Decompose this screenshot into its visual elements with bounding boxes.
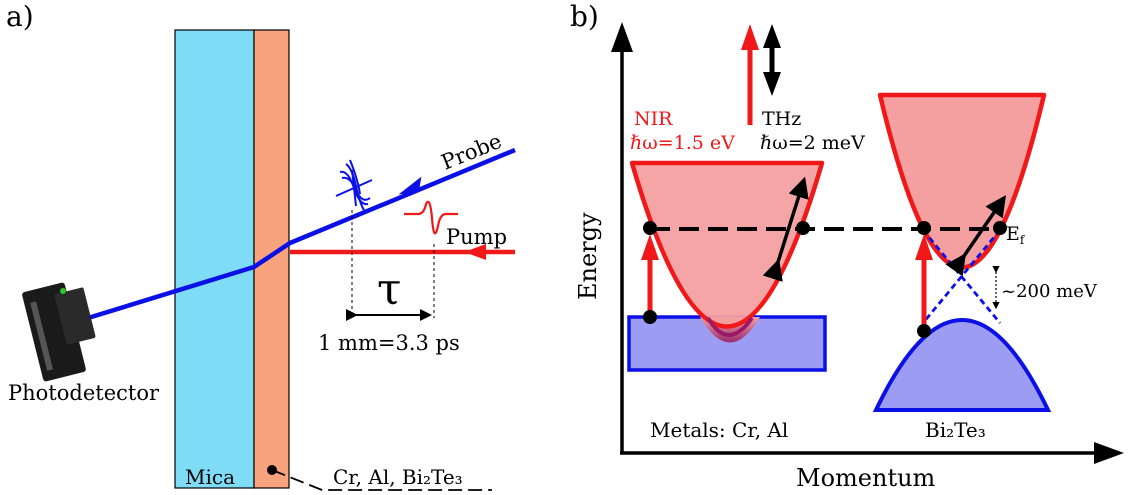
delay-label: 1 mm=3.3 ps xyxy=(318,331,460,355)
fermi-level-label: Ef xyxy=(1006,223,1026,247)
x-axis-arrow xyxy=(1094,442,1124,464)
film-layer xyxy=(253,29,290,489)
pump-pulse-icon xyxy=(404,200,458,235)
bi2te3-label: Bi₂Te₃ xyxy=(925,418,986,442)
metal-parabola-band xyxy=(629,160,825,329)
film-leader-line xyxy=(271,469,492,491)
nir-excitation-metal-head xyxy=(641,234,659,260)
y-axis-label: Energy xyxy=(574,212,602,300)
panel-a: a) Mica Cr, Al, Bi₂Te₃ Probe Pump xyxy=(6,0,516,491)
thz-intraband-bi2te3 xyxy=(945,195,1006,277)
panel-b-label: b) xyxy=(570,0,599,33)
panel-a-label: a) xyxy=(6,0,34,33)
thz-legend-arrow-head-bottom xyxy=(763,72,781,96)
probe-direction-arrow xyxy=(398,176,422,195)
state-dot-metal-ef-left xyxy=(643,221,657,235)
nir-label: NIR xyxy=(634,108,673,130)
state-dot-bi2te3-ef-left xyxy=(917,221,931,235)
x-axis-label: Momentum xyxy=(796,464,936,492)
bi2te3-valence-band xyxy=(872,318,1052,412)
metal-parabola-bottom-edge xyxy=(706,316,754,337)
thz-intraband-metal xyxy=(762,176,809,282)
probe-beam xyxy=(87,147,516,321)
metals-label: Metals: Cr, Al xyxy=(650,418,788,442)
state-dot-metal-lower xyxy=(643,310,657,324)
probe-pulse-icon xyxy=(335,159,373,211)
nir-energy-label: ℏω=1.5 eV xyxy=(630,132,735,154)
mica-slab xyxy=(174,29,255,489)
photodetector-label: Photodetector xyxy=(8,381,160,405)
nir-excitation-bi2te3-head xyxy=(915,234,933,260)
pump-label: Pump xyxy=(446,225,507,249)
gap-label: ~200 meV xyxy=(1001,281,1098,302)
pump-direction-arrow xyxy=(464,244,486,260)
state-dot-bi2te3-lower xyxy=(917,324,931,338)
state-dot-metal-ef-right xyxy=(796,221,810,235)
nir-legend-arrow-head xyxy=(741,24,759,50)
tau-symbol: τ xyxy=(377,264,401,315)
photodetector-icon xyxy=(22,282,96,382)
film-label: Cr, Al, Bi₂Te₃ xyxy=(333,465,463,489)
thz-label: THz xyxy=(762,108,801,130)
mica-label: Mica xyxy=(185,465,235,489)
y-axis-arrow xyxy=(611,22,633,52)
panel-b: b) Energy Momentum Ef xyxy=(570,0,1124,492)
state-dot-bi2te3-ef-right xyxy=(993,221,1007,235)
thz-legend-arrow-head-top xyxy=(763,24,781,48)
metal-lower-band xyxy=(627,315,827,372)
thz-energy-label: ℏω=2 meV xyxy=(760,132,865,154)
